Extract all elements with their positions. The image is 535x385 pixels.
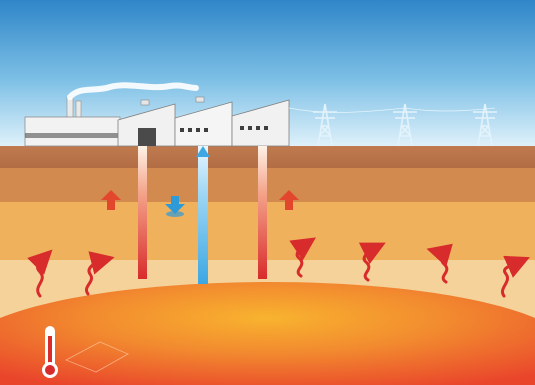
cold-down-arrow (165, 196, 185, 214)
heat-arrow-6 (501, 255, 530, 298)
steam-plume (67, 82, 199, 100)
transmission-towers (288, 103, 497, 147)
hot-up-arrow-2 (279, 190, 299, 210)
hot-water-well-right (258, 146, 267, 279)
heat-arrow-5 (426, 243, 453, 284)
thermometer-level (48, 336, 52, 368)
hot-water-well-left (138, 146, 147, 279)
thermometer (42, 326, 58, 378)
power-plant (24, 82, 290, 147)
plant-hall-3 (231, 99, 290, 147)
hot-up-arrow-1 (101, 190, 121, 210)
magma-decoration (65, 341, 129, 373)
heat-arrow-1 (27, 249, 53, 298)
rising-hot-water-arrows (101, 190, 299, 210)
tower-1 (313, 103, 337, 147)
ground-layer-2 (0, 202, 535, 260)
ground-layer-soil (0, 146, 535, 168)
plant-hall-2 (174, 101, 233, 147)
heat-arrow-3 (289, 237, 316, 278)
heat-arrow-2 (85, 251, 115, 296)
chimney-2 (75, 100, 82, 120)
wells (138, 146, 267, 284)
heat-rise-arrows (27, 237, 530, 298)
wellhead-marker (196, 146, 210, 157)
chimney-1 (66, 96, 74, 120)
cold-water-injection-well (198, 146, 208, 284)
tower-2 (393, 103, 417, 147)
tower-3 (473, 103, 497, 147)
cold-water-indicator (165, 196, 185, 217)
heat-arrow-4 (358, 242, 386, 282)
plant-building-left-stripe (25, 133, 120, 138)
magma-chamber (0, 282, 535, 385)
plant-windows (180, 126, 268, 132)
ground-layer-1 (0, 168, 535, 202)
plant-building-left (24, 116, 121, 147)
plant-door (138, 128, 156, 146)
